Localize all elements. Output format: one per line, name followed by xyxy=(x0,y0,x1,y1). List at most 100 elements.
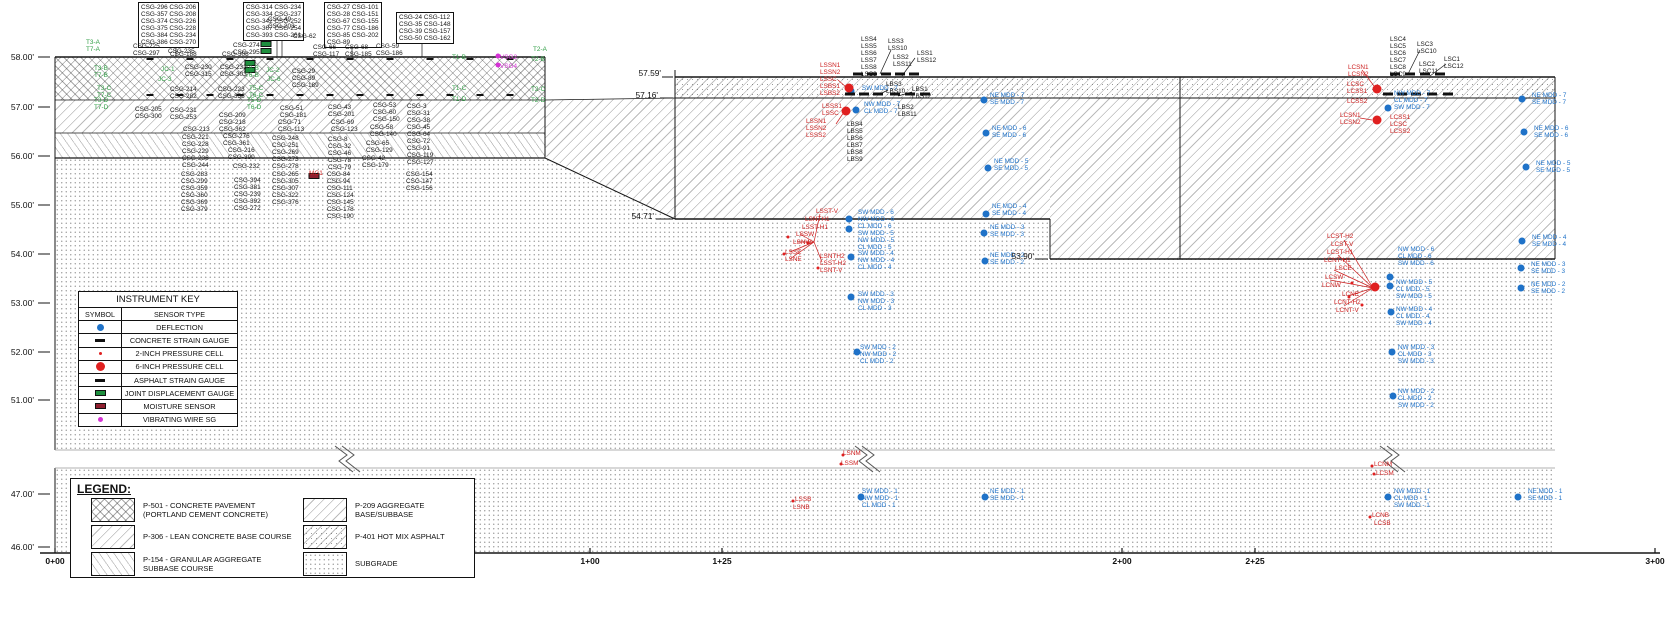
deflection-sensor-dot xyxy=(845,225,853,233)
elevation-callout: 54.71' xyxy=(631,211,654,221)
legend-item: P-501 - CONCRETE PAVEMENT(PORTLAND CEMEN… xyxy=(91,498,292,522)
sensor-label: LSSW xyxy=(796,231,815,238)
strain-gauge-bar xyxy=(306,58,314,60)
pressure-cell-6in-dot xyxy=(95,362,105,372)
strain-gauge-bar xyxy=(1443,92,1453,96)
strain-gauge-bar xyxy=(186,58,194,60)
joint-displacement-gauge-bar xyxy=(244,60,256,66)
deflection-sensor-dot xyxy=(1387,308,1395,316)
deflection-sensor-dot xyxy=(1517,284,1525,292)
sensor-label: LCNT-V xyxy=(1336,307,1359,314)
pressure-cell-6in-dot xyxy=(1370,282,1380,292)
strain-gauge-bar xyxy=(446,94,454,96)
strain-gauge-bar xyxy=(506,58,514,60)
sensor-label: LSSM xyxy=(841,460,859,467)
deflection-sensor-dot xyxy=(980,96,988,104)
sensor-label: LCSW xyxy=(1325,274,1344,281)
deflection-dot xyxy=(79,321,122,334)
elevation-axis-label: 57.00' xyxy=(10,102,34,112)
deflection-sensor-dot xyxy=(980,229,988,237)
sensor-label: LSNM xyxy=(843,450,861,457)
pressure-cell-2in-dot xyxy=(782,252,786,256)
strain-gauge-bar xyxy=(1390,72,1400,76)
joint-displacement-gauge-bar xyxy=(244,67,256,73)
concrete-strain-bar xyxy=(95,338,105,342)
sensor-label: VSG4 xyxy=(500,63,518,70)
instrument-key-row: 2-INCH PRESSURE CELL xyxy=(79,347,237,361)
sensor-label: MG1 xyxy=(309,170,323,177)
pressure-cell-6in-dot xyxy=(79,360,122,373)
instrument-key-sensor-type: 6-INCH PRESSURE CELL xyxy=(135,362,224,372)
legend-item-label: P-501 - CONCRETE PAVEMENT(PORTLAND CEMEN… xyxy=(143,500,269,519)
instrument-key-sensor-type: JOINT DISPLACEMENT GAUGE xyxy=(124,388,235,398)
strain-gauge-bar xyxy=(386,94,394,96)
deflection-sensor-dot xyxy=(981,257,989,265)
sensor-label: LCNB xyxy=(1372,512,1390,519)
instrument-key-row: VIBRATING WIRE SG xyxy=(79,413,237,426)
sensor-label: T2-A xyxy=(533,46,547,53)
steep-swatch xyxy=(91,552,135,576)
pressure-cell-2in-dot xyxy=(816,266,820,270)
joint-displacement-bar xyxy=(94,390,106,397)
station-axis-label: 1+25 xyxy=(712,556,732,566)
granular-subbase-p154 xyxy=(55,133,545,158)
legend-box: LEGEND: P-501 - CONCRETE PAVEMENT(PORTLA… xyxy=(70,478,475,578)
deflection-dot xyxy=(96,323,104,331)
sensor-label: LSSB xyxy=(795,496,812,503)
strain-gauge-bar xyxy=(266,94,274,96)
elevation-callout: 53.90' xyxy=(1011,251,1034,261)
legend-title: LEGEND: xyxy=(77,482,131,496)
sensor-label: JC-1 xyxy=(161,66,175,73)
strain-gauge-bar xyxy=(296,94,304,96)
lean-concrete-base-p306 xyxy=(55,100,545,133)
strain-gauge-bar xyxy=(890,92,900,96)
sensor-label: CSG-188 xyxy=(170,51,197,58)
pressure-cell-2in-dot xyxy=(1350,281,1354,285)
legend-item-label: P-209 AGGREGATE BASE/SUBBASE xyxy=(355,500,425,519)
strain-gauge-bar xyxy=(1411,92,1421,96)
elevation-axis-label: 53.00' xyxy=(10,298,34,308)
strain-gauge-bar xyxy=(895,72,905,76)
strain-gauge-bar xyxy=(905,92,915,96)
strain-gauge-bar xyxy=(176,94,184,96)
deflection-sensor-dot xyxy=(1388,348,1396,356)
legend-item-label: SUBGRADE xyxy=(355,559,398,569)
deflection-sensor-dot xyxy=(1518,95,1526,103)
dots-swatch xyxy=(303,552,347,576)
elevation-axis-label: 46.00' xyxy=(10,542,34,552)
concrete-pavement-p501 xyxy=(55,57,545,100)
elevation-axis-label: 51.00' xyxy=(10,395,34,405)
strain-gauge-bar xyxy=(859,92,869,96)
sensor-label: T2-D xyxy=(531,97,546,104)
